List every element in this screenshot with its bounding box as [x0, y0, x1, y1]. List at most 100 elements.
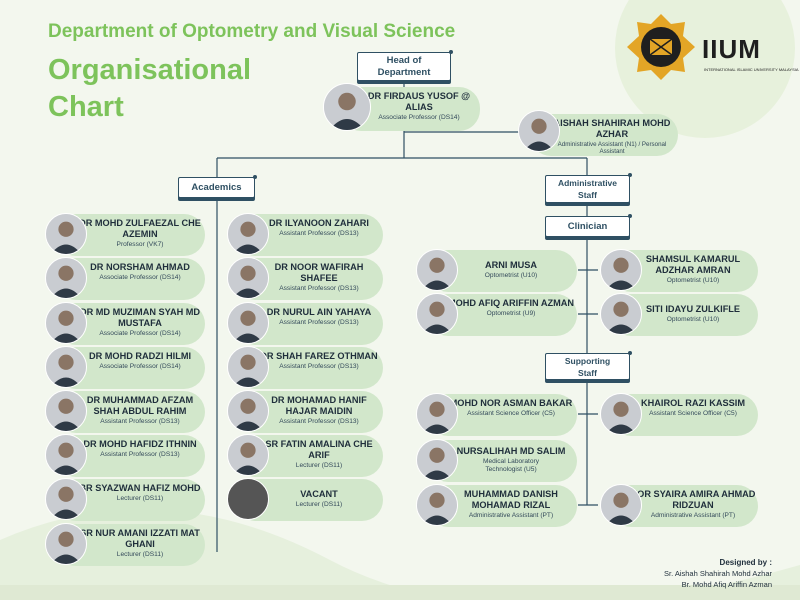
staff-name: SR FATIN AMALINA CHE ARIF — [265, 439, 373, 460]
staff-name: DR MOHD ZULFAEZAL CHE AZEMIN — [79, 218, 201, 239]
designer-name-1: Sr. Aishah Shahirah Mohd Azhar — [664, 569, 772, 578]
staff-name: NOR SYAIRA AMIRA AHMAD RIDZUAN — [630, 489, 756, 510]
staff-role: Administrative Assistant (PT) — [468, 512, 554, 519]
academics-box: Academics — [178, 175, 257, 198]
person-photo-icon — [416, 439, 458, 481]
box-corner-dot — [449, 50, 453, 54]
staff-role: Optometrist (U10) — [666, 316, 720, 323]
staff-role: Assistant Science Officer (C5) — [467, 410, 555, 417]
staff-name: DR NURUL AIN YAHAYA — [266, 307, 372, 317]
clinician-label: Clinician — [567, 220, 608, 232]
person-photo-icon — [45, 302, 87, 344]
person-photo-icon — [416, 393, 458, 435]
person-photo-icon — [45, 257, 87, 299]
person-photo-icon — [416, 249, 458, 291]
staff-role: Medical Laboratory Technologist (U5) — [482, 458, 540, 473]
staff-name: DR MD MUZIMAN SYAH MD MUSTAFA — [79, 307, 201, 328]
staff-role: Lecturer (DS11) — [295, 501, 343, 508]
staff-name: MOHD AFIQ ARIFFIN AZMAN — [447, 298, 575, 308]
vacant-photo-placeholder — [227, 478, 269, 520]
person-photo-icon — [600, 484, 642, 526]
person-photo-icon — [600, 393, 642, 435]
university-emblem-icon — [627, 14, 695, 80]
staff-role: Professor (VK7) — [116, 241, 164, 248]
person-photo-icon — [227, 302, 269, 344]
person-photo-icon — [227, 346, 269, 388]
staff-role: Associate Professor (DS14) — [99, 274, 181, 281]
logo-text: IIUM — [702, 34, 761, 64]
staff-role: Associate Professor (DS14) — [99, 363, 181, 370]
box-corner-dot — [628, 214, 632, 218]
staff-role: Assistant Professor (DS13) — [279, 418, 359, 425]
head-of-department-label: Head of Department — [377, 54, 431, 78]
staff-role: Assistant Professor (DS13) — [279, 363, 359, 370]
staff-name: DR MUHAMMAD AFZAM SHAH ABDUL RAHIM — [86, 395, 194, 416]
staff-role: Assistant Professor (DS13) — [279, 285, 359, 292]
staff-role: Assistant Science Officer (C5) — [649, 410, 737, 417]
person-photo-icon — [45, 390, 87, 432]
staff-role: Assistant Professor (DS13) — [279, 319, 359, 326]
staff-role: Associate Professor (DS14) — [378, 114, 460, 121]
staff-name: DR FIRDAUS YUSOF @ ALIAS — [367, 91, 471, 112]
supporting-staff-label: Supporting Staff — [564, 355, 611, 378]
person-photo-icon — [600, 293, 642, 335]
designer-name-2: Br. Mohd Afiq Ariffin Azman — [681, 580, 772, 589]
box-corner-dot — [253, 175, 257, 179]
head-of-department-box: Head of Department — [357, 50, 453, 81]
staff-name: VACANT — [300, 489, 338, 499]
academics-label: Academics — [191, 181, 242, 193]
administrative-staff-box: Administrative Staff — [545, 173, 632, 203]
person-photo-icon — [323, 83, 371, 131]
staff-name: AISHAH SHAHIRAH MOHD AZHAR — [553, 118, 671, 139]
title-line-1: Organisational — [48, 54, 252, 86]
staff-role: Assistant Professor (DS13) — [279, 230, 359, 237]
title-line-2: Chart — [48, 91, 124, 123]
supporting-staff-box: Supporting Staff — [545, 351, 632, 380]
person-photo-icon — [227, 390, 269, 432]
person-photo-icon — [518, 110, 560, 152]
person-photo-icon — [416, 484, 458, 526]
person-photo-icon — [45, 346, 87, 388]
clinician-box: Clinician — [545, 214, 632, 237]
staff-name: SHAMSUL KAMARUL ADZHAR AMRAN — [645, 254, 741, 275]
person-photo-icon — [45, 213, 87, 255]
box-corner-dot — [628, 173, 632, 177]
staff-name: ARNI MUSA — [484, 260, 538, 270]
staff-role: Administrative Assistant (N1) / Personal… — [557, 141, 667, 155]
staff-name: DR NORSHAM AHMAD — [90, 262, 190, 272]
staff-name: DR MOHD RADZI HILMI — [88, 351, 192, 361]
university-logo: IIUM INTERNATIONAL ISLAMIC UNIVERSITY MA… — [622, 12, 799, 82]
staff-role: Lecturer (DS11) — [116, 551, 164, 558]
staff-name: MUHAMMAD DANISH MOHAMAD RIZAL — [464, 489, 558, 510]
designer-credits: Designed by : Sr. Aishah Shahirah Mohd A… — [664, 557, 772, 590]
administrative-staff-label: Administrative Staff — [557, 178, 618, 200]
staff-name: SITI IDAYU ZULKIFLE — [645, 304, 741, 314]
person-photo-icon — [45, 478, 87, 520]
person-photo-icon — [45, 434, 87, 476]
logo-subtitle: INTERNATIONAL ISLAMIC UNIVERSITY MALAYSI… — [704, 67, 799, 72]
person-photo-icon — [45, 523, 87, 565]
box-corner-dot — [628, 351, 632, 355]
staff-name: SR NUR AMANI IZZATI MAT GHANI — [80, 528, 200, 549]
person-photo-icon — [227, 434, 269, 476]
staff-name: DR ILYANOON ZAHARI — [269, 218, 369, 228]
designed-by-label: Designed by : — [719, 558, 772, 567]
staff-name: NURSALIHAH MD SALIM — [456, 446, 566, 456]
staff-name: DR NOOR WAFIRAH SHAFEE — [274, 262, 364, 283]
staff-role: Optometrist (U9) — [486, 310, 536, 317]
page-title: Organisational Chart — [48, 52, 288, 126]
staff-role: Associate Professor (DS14) — [99, 330, 181, 337]
person-photo-icon — [416, 293, 458, 335]
staff-name: KHAIROL RAZI KASSIM — [641, 398, 745, 408]
staff-name: DR MOHAMAD HANIF HAJAR MAIDIN — [271, 395, 367, 416]
staff-name: BR SYAZWAN HAFIZ MOHD — [79, 483, 201, 493]
person-photo-icon — [600, 249, 642, 291]
staff-name: DR SHAH FAREZ OTHMAN — [260, 351, 378, 361]
person-photo-icon — [227, 257, 269, 299]
staff-role: Lecturer (DS11) — [295, 462, 343, 469]
person-photo-icon — [227, 213, 269, 255]
staff-role: Optometrist (U10) — [484, 272, 538, 279]
staff-name: MOHD NOR ASMAN BAKAR — [449, 398, 573, 408]
staff-role: Optometrist (U10) — [666, 277, 720, 284]
staff-role: Assistant Professor (DS13) — [100, 418, 180, 425]
